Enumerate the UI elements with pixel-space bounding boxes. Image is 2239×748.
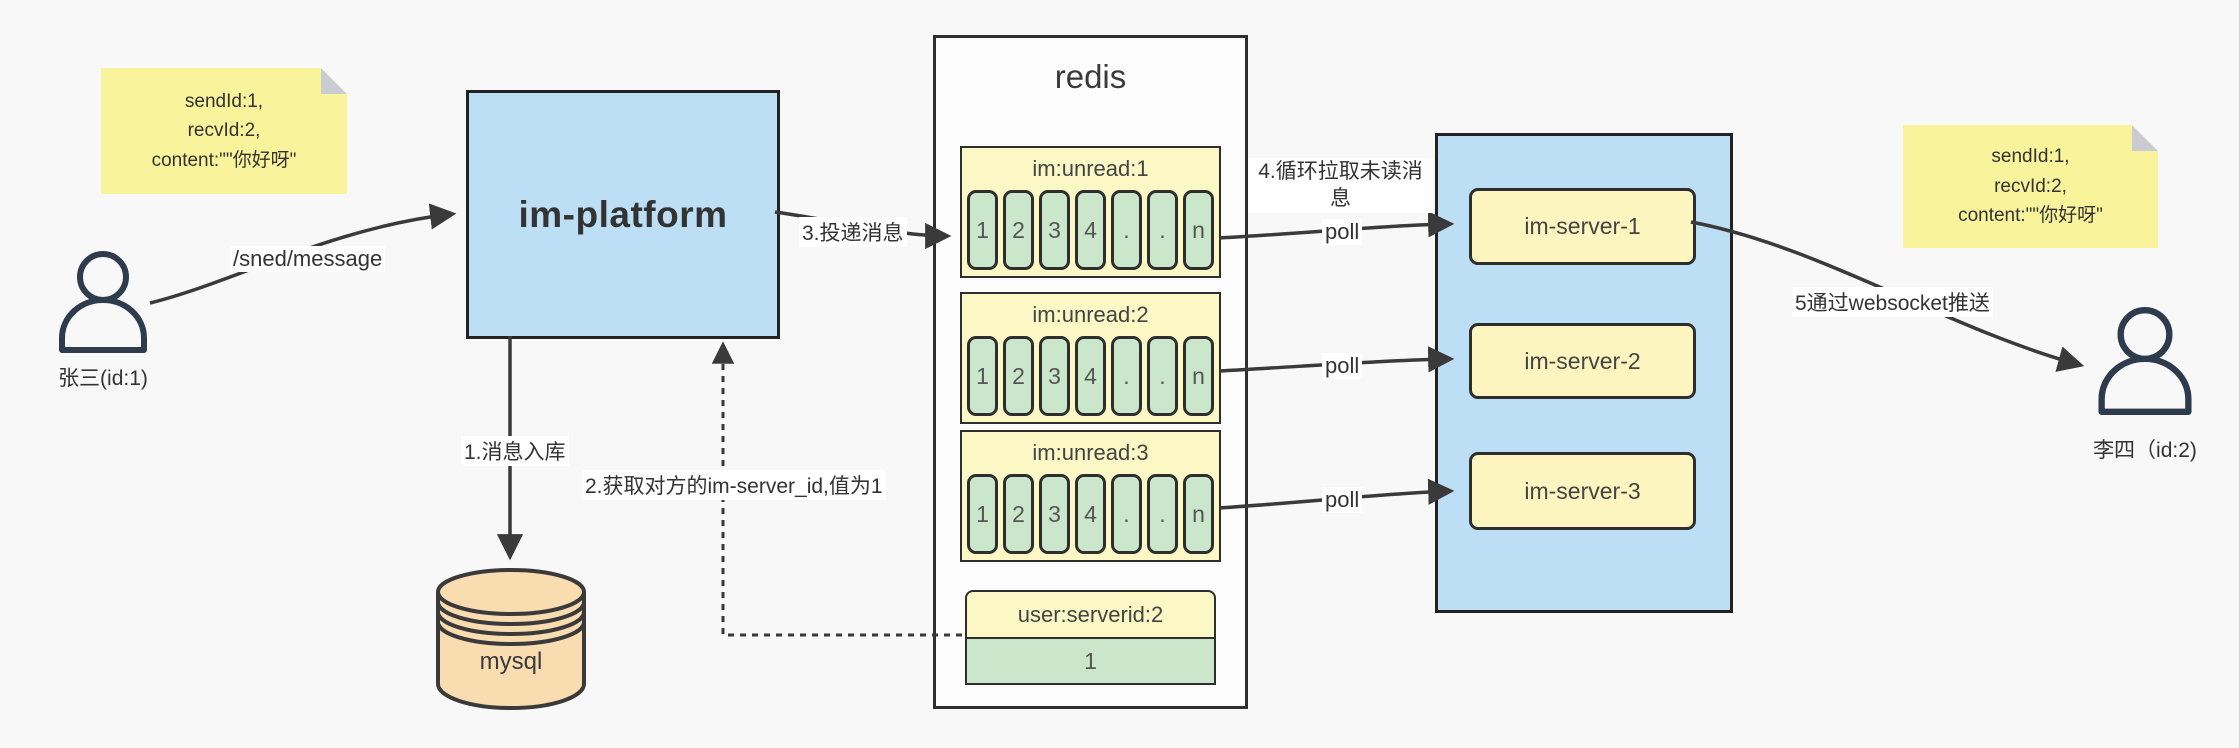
queue-cell: 1: [967, 190, 998, 270]
queue-cell: 3: [1039, 474, 1070, 554]
note-line: sendId:1,: [1991, 146, 2070, 168]
queue-cell: .: [1111, 336, 1142, 416]
queue-cell: 4: [1075, 336, 1106, 416]
sticky-note-left: sendId:1, recvId:2, content:""你好呀": [101, 68, 347, 194]
redis-title: redis: [1054, 58, 1127, 95]
edge-label-poll-3: poll: [1322, 487, 1363, 513]
edge-label-send: /sned/message: [230, 246, 386, 272]
im-platform-box: im-platform: [466, 90, 780, 339]
queue-cell: n: [1183, 474, 1214, 554]
mysql-database-icon: [436, 568, 586, 710]
user-serverid-box: user:serverid:2 1: [965, 590, 1216, 685]
note-line: content:""你好呀": [151, 149, 297, 171]
im-server-3-label: im-server-3: [1524, 477, 1641, 504]
user-serverid-value: 1: [967, 639, 1214, 683]
folded-corner-icon: [2132, 125, 2158, 151]
queue-cell: .: [1147, 190, 1178, 270]
note-line: recvId:2,: [187, 120, 261, 142]
im-platform-label: im-platform: [518, 193, 728, 235]
im-server-1-box: im-server-1: [1469, 188, 1696, 265]
queue-cell: 2: [1003, 474, 1034, 554]
redis-panel: redis im:unread:1 1 2 3 4 . . n im:unrea…: [933, 35, 1248, 709]
folded-corner-icon: [321, 68, 347, 94]
mysql-label: mysql: [479, 648, 543, 675]
edge-label-poll-1: poll: [1322, 219, 1363, 245]
note-line: sendId:1,: [184, 90, 264, 112]
edge-label-step2: 2.获取对方的im-server_id,值为1: [582, 470, 886, 500]
queue-cell: 1: [967, 474, 998, 554]
queue-cell: .: [1111, 474, 1142, 554]
queue-im-unread-2: im:unread:2 1 2 3 4 . . n: [960, 292, 1221, 424]
queue-cell: 2: [1003, 336, 1034, 416]
queue-cell: 4: [1075, 474, 1106, 554]
queue-cell: 4: [1075, 190, 1106, 270]
edge-label-step5: 5通过websocket推送: [1792, 287, 1993, 317]
user-icon: [2098, 307, 2192, 415]
receiver-label: 李四（id:2): [2093, 439, 2197, 462]
queue-im-unread-3: im:unread:3 1 2 3 4 . . n: [960, 430, 1221, 562]
note-line: content:""你好呀": [1958, 205, 2103, 227]
queue-im-unread-1: im:unread:1 1 2 3 4 . . n: [960, 146, 1221, 278]
im-server-1-label: im-server-1: [1524, 213, 1641, 239]
queue-cell: .: [1111, 190, 1142, 270]
edge-label-step1: 1.消息入库: [461, 436, 569, 466]
queue-cell: .: [1147, 336, 1178, 416]
edge-label-poll-2: poll: [1322, 353, 1363, 379]
im-server-2-label: im-server-2: [1524, 347, 1641, 374]
im-server-2-box: im-server-2: [1469, 323, 1696, 399]
im-server-3-box: im-server-3: [1469, 452, 1696, 530]
queue-cell: n: [1183, 336, 1214, 416]
user-serverid-key: user:serverid:2: [967, 592, 1214, 639]
edge-label-step4: 4.循环拉取未读消息: [1248, 158, 1433, 213]
queue-cell: 2: [1003, 190, 1034, 270]
queue-cell: 1: [967, 336, 998, 416]
edge-label-step3: 3.投递消息: [799, 217, 907, 247]
queue-cell: 3: [1039, 336, 1070, 416]
user-icon: [59, 251, 147, 353]
queue-cell: .: [1147, 474, 1178, 554]
queue-title: im:unread:1: [1032, 156, 1149, 181]
sticky-note-right: sendId:1, recvId:2, content:""你好呀": [1903, 125, 2158, 248]
queue-title: im:unread:3: [1032, 440, 1149, 465]
queue-cell: n: [1183, 190, 1214, 270]
sender-label: 张三(id:1): [58, 367, 148, 390]
queue-title: im:unread:2: [1032, 302, 1149, 327]
note-line: recvId:2,: [1994, 175, 2067, 197]
queue-cell: 3: [1039, 190, 1070, 270]
